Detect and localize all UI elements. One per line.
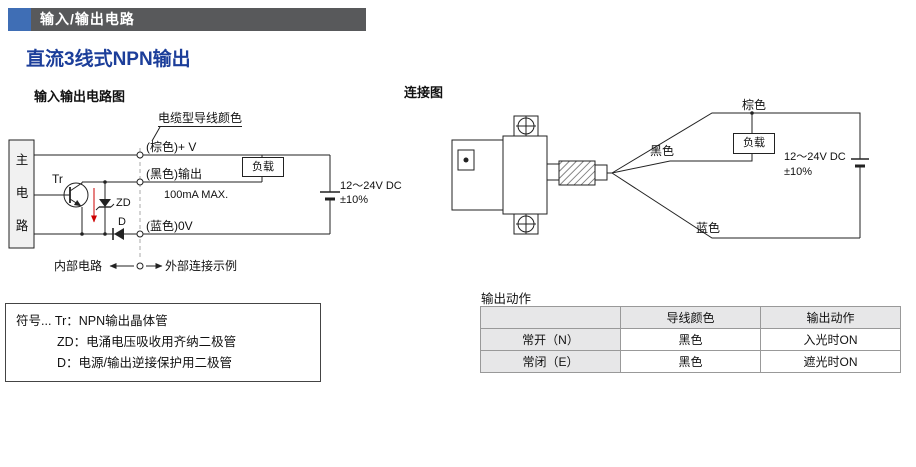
brown-wire-label: 棕色 [742,98,767,112]
junction-dots [80,180,107,236]
internal-circuit-label: 内部电路 [54,259,103,273]
section-accent-icon [8,8,31,31]
table-row-normally-closed: 常闭（E） 黑色 遮光时ON [480,350,901,373]
cable-gland [546,160,608,186]
protection-diode-symbol [112,228,124,240]
mode-cell: 常开（N） [480,328,621,351]
io-circuit-diagram: 主电路 电缆型导线颜色 (棕色)+ V (黑色)输出 (蓝色)0V 负载 100… [8,100,412,285]
transistor-symbol [34,182,89,234]
output-action-title: 输出动作 [481,292,532,306]
zener-diode-symbol [95,182,115,234]
table-header-wire-color: 导线颜色 [620,306,761,329]
page-title: 直流3线式NPN输出 [26,49,191,70]
action-cell: 遮光时ON [760,350,901,373]
main-circuit-label: 主电路 [15,153,29,233]
terminal-points [136,151,144,270]
load-box: 负载 [242,157,284,177]
diode-label: D [118,216,126,228]
table-row-normally-open: 常开（N） 黑色 入光时ON [480,328,901,351]
wire-color-cell: 黑色 [620,350,761,373]
external-connection-label: 外部连接示例 [165,259,238,273]
zener-label: ZD [116,197,131,209]
action-cell: 入光时ON [760,328,901,351]
supply-tolerance-label: ±10% [340,194,369,206]
table-header-row: 导线颜色 输出动作 [480,306,901,329]
connection-wires [607,112,861,239]
mounting-hole-icon [516,116,536,234]
io-circuit-svg [8,126,340,270]
cable-color-label: 电缆型导线颜色 [158,111,243,127]
cable-label-pointer [151,126,161,142]
table-header-output-action: 输出动作 [760,306,901,329]
section-header: 输入/输出电路 [8,8,366,31]
table-header-blank [480,306,621,329]
supply-tolerance-label: ±10% [784,166,813,178]
current-max-label: 100mA MAX. [164,189,229,201]
mode-cell: 常闭（E） [480,350,621,373]
junction-dot [750,111,754,115]
black-wire-label: (黑色)输出 [146,167,202,181]
connection-title: 连接图 [404,85,444,100]
wire-color-cell: 黑色 [620,328,761,351]
io-circuit-title: 输入输出电路图 [34,89,126,104]
section-title: 输入/输出电路 [31,8,366,31]
output-action-table: 导线颜色 输出动作 常开（N） 黑色 入光时ON 常闭（E） 黑色 遮光时ON [480,306,901,373]
blue-wire-label: (蓝色)0V [146,219,193,233]
connection-svg [451,111,869,239]
connection-diagram: 棕色 负载 黑色 蓝色 12～24V DC ±10% [430,95,916,265]
brown-wire-label: (棕色)+ V [146,140,197,154]
battery-symbol [320,191,340,201]
black-wire-label: 黑色 [650,144,675,158]
battery-symbol [851,158,869,168]
main-circuit-box [8,139,35,249]
load-box: 负载 [733,133,775,154]
supply-voltage-label: 12～24V DC [784,151,846,163]
legend-line-d: D：电源/输出逆接保护用二极管 [57,356,233,370]
blue-wire-label: 蓝色 [696,221,721,235]
supply-voltage-label: 12～24V DC [340,180,402,192]
legend-line-zd: ZD：电涌电压吸收用齐纳二极管 [57,335,237,349]
transistor-label: Tr [52,172,63,186]
legend-line-tr: 符号... Tr：NPN输出晶体管 [16,314,168,328]
symbol-legend: 符号... Tr：NPN输出晶体管 ZD：电涌电压吸收用齐纳二极管 D：电源/输… [5,303,321,382]
sensor-body [451,115,548,235]
